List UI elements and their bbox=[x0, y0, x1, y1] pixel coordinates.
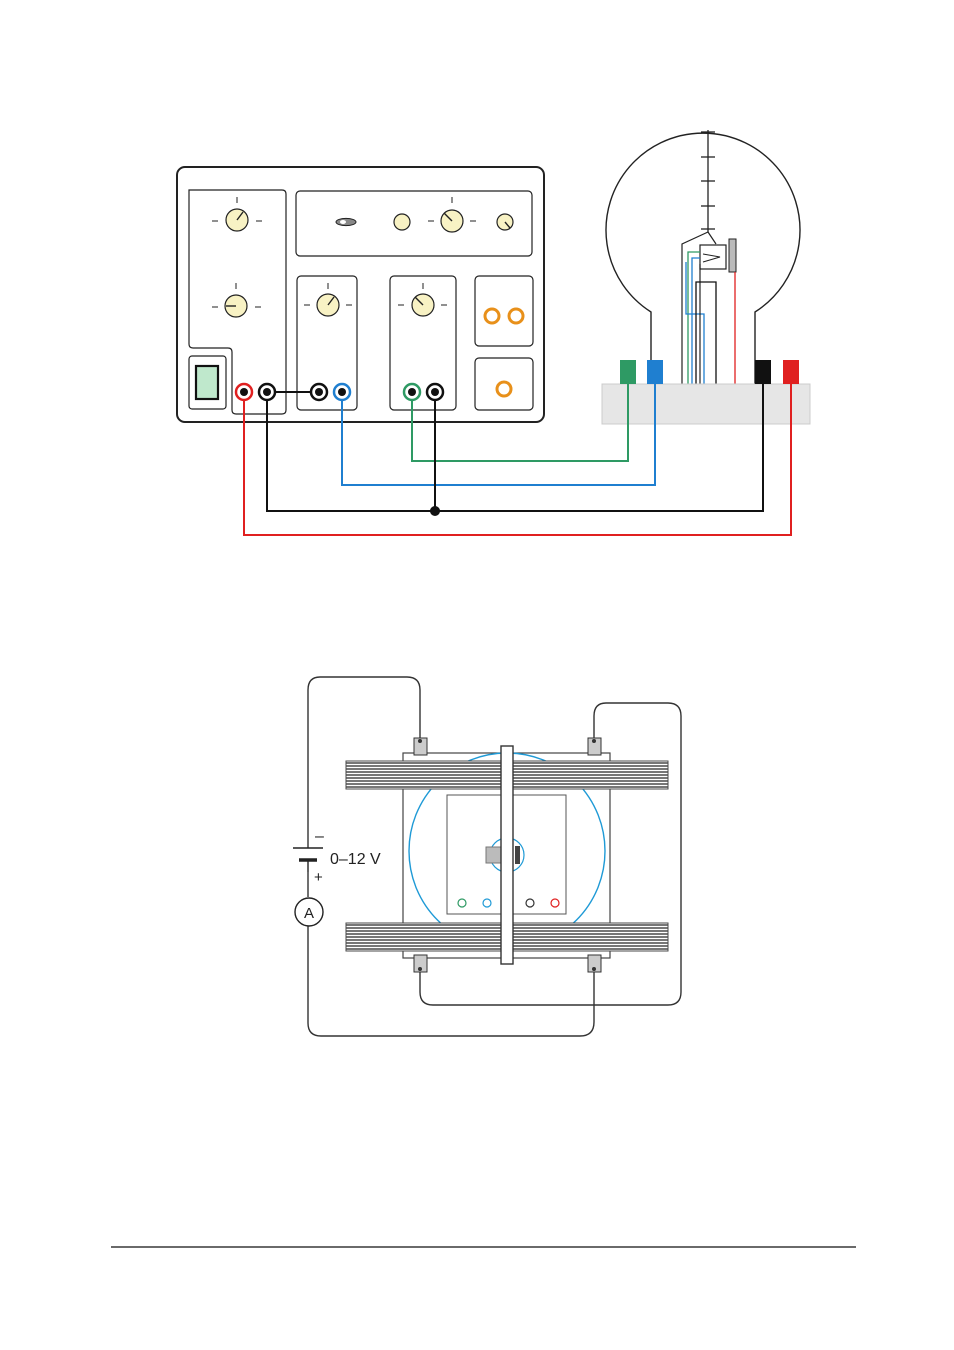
vertical-support-bar bbox=[501, 746, 513, 964]
tube-blue-terminal[interactable] bbox=[647, 360, 663, 384]
toggle-switch bbox=[336, 218, 356, 225]
small-knob-1 bbox=[394, 214, 410, 230]
mini-blue-terminal bbox=[483, 899, 491, 907]
tube-red-terminal[interactable] bbox=[783, 360, 799, 384]
orange-socket bbox=[509, 309, 523, 323]
wiring-diagram-power-supply-and-tube bbox=[177, 130, 810, 535]
helmholtz-coil-circuit: – 0–12 V + A bbox=[293, 677, 681, 1036]
voltage-label: 0–12 V bbox=[330, 851, 381, 868]
tube-green-terminal[interactable] bbox=[620, 360, 636, 384]
tube-base bbox=[602, 384, 810, 424]
supply-terminals bbox=[236, 384, 443, 400]
wire-junction bbox=[430, 506, 440, 516]
orange-socket bbox=[497, 382, 511, 396]
display-screen bbox=[196, 366, 218, 399]
orange-socket bbox=[485, 309, 499, 323]
tube-black-terminal[interactable] bbox=[755, 360, 771, 384]
orange-socket-panel-top bbox=[475, 276, 533, 346]
mini-red-terminal bbox=[551, 899, 559, 907]
mini-green-terminal bbox=[458, 899, 466, 907]
minus-label: – bbox=[315, 828, 324, 845]
plus-label: + bbox=[314, 869, 323, 886]
ammeter-label: A bbox=[304, 905, 314, 922]
mini-black-terminal bbox=[526, 899, 534, 907]
small-knob-2 bbox=[497, 214, 513, 230]
